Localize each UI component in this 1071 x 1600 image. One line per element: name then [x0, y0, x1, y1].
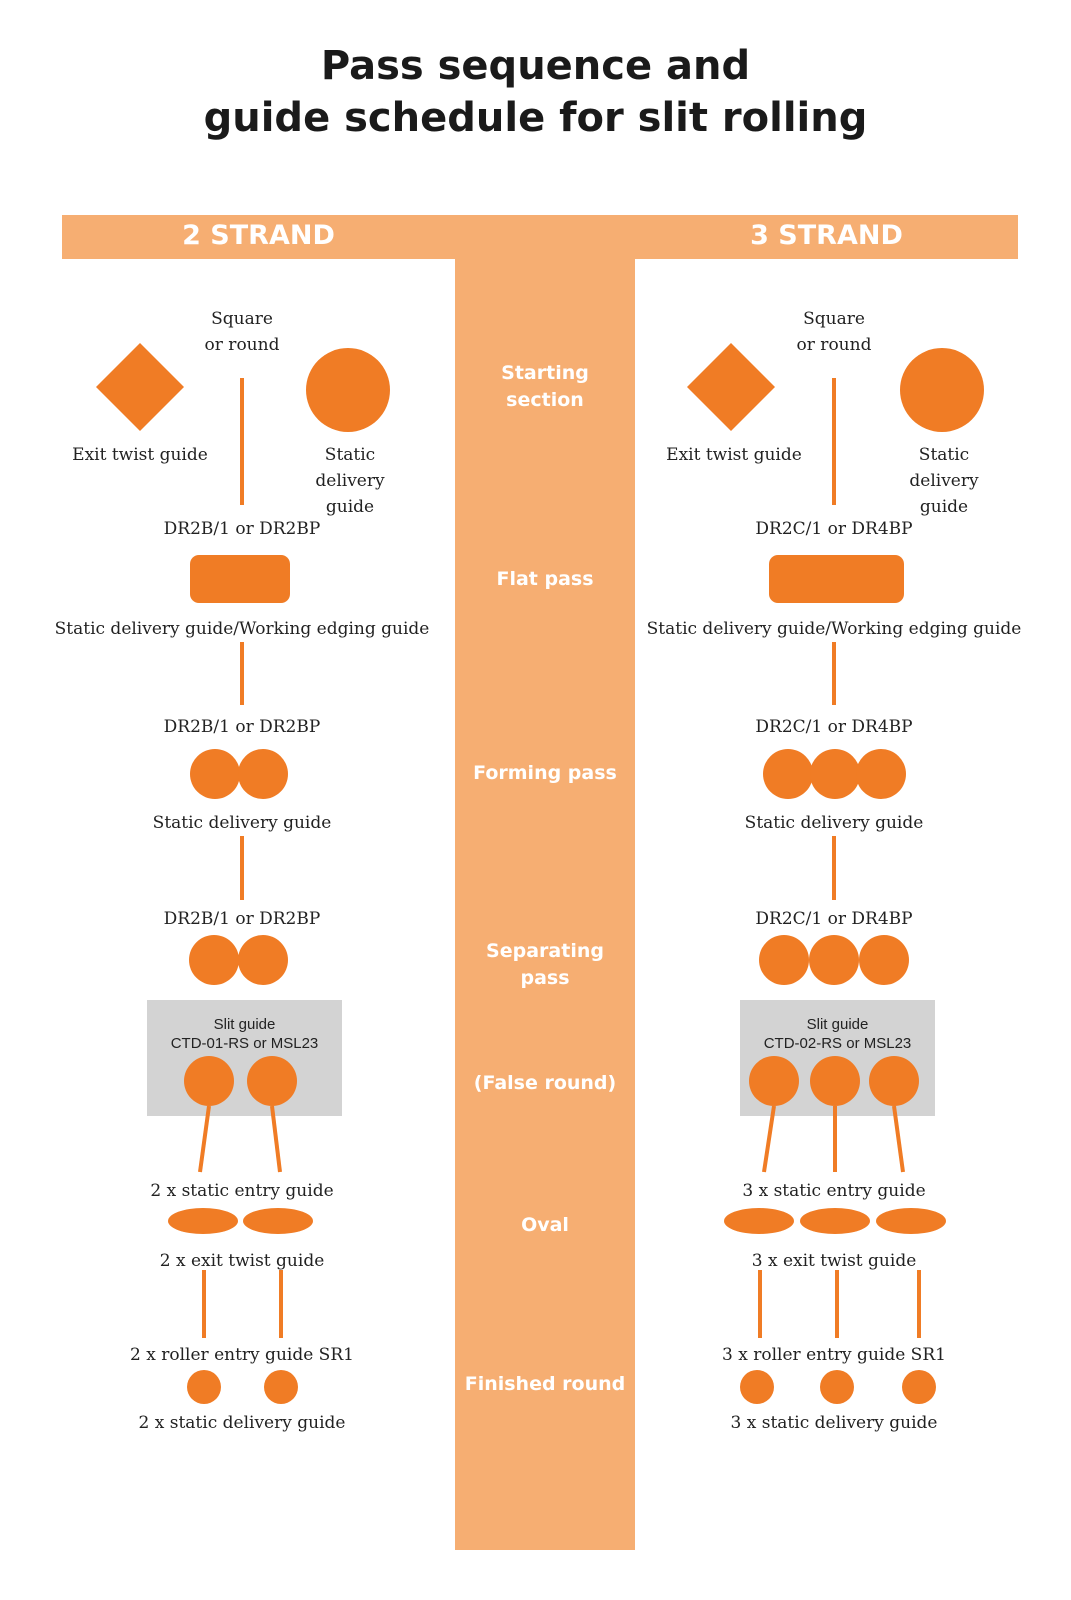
- final-static-delivery-label-2-strand: 2 x static delivery guide: [138, 1413, 346, 1433]
- stage-separating-pass: Separating pass: [486, 940, 604, 989]
- stage-false-round: (False round): [473, 1072, 617, 1094]
- stage-flat-pass: Flat pass: [496, 568, 594, 590]
- separating-pass-lobe-3-strand: [759, 935, 809, 985]
- separating-pass-lobe-2-strand: [189, 935, 239, 985]
- false-round-shape-3-strand: [749, 1056, 799, 1106]
- connector-line: [762, 1105, 776, 1173]
- forming-pass-lobe-3-strand: [810, 749, 860, 799]
- flat-pass-guide-label-2-strand: Static delivery guide/Working edging gui…: [54, 619, 430, 639]
- flat-pass-shape-2-strand: [190, 555, 290, 603]
- roller-entry-guide-label-3-strand: 3 x roller entry guide SR1: [722, 1345, 946, 1365]
- oval-shape-2-strand: [243, 1208, 313, 1234]
- oval-shape-3-strand: [876, 1208, 946, 1234]
- square-diamond-shape-2-strand: [96, 343, 184, 431]
- static-delivery-guide-label-2-strand: Static delivery guide: [315, 445, 385, 517]
- slit-guide-box-2-strand: [147, 1000, 342, 1116]
- false-round-shape-3-strand: [869, 1056, 919, 1106]
- square-or-round-label-2-strand: Square or round: [204, 309, 280, 355]
- finished-round-shape-2-strand: [187, 1370, 221, 1404]
- stage-starting-section: Starting section: [501, 362, 589, 411]
- square-or-round-label-3-strand: Square or round: [796, 309, 872, 355]
- slit-guide-part-3-strand: CTD-02-RS or MSL23: [763, 1035, 912, 1052]
- slit-guide-title-2-strand: Slit guide: [213, 1016, 276, 1033]
- separating-pass-lobe-3-strand: [809, 935, 859, 985]
- slit-guide-part-2-strand: CTD-01-RS or MSL23: [170, 1035, 319, 1052]
- forming-pass-guide-label-2-strand: Static delivery guide: [152, 813, 332, 833]
- guide-part-number-flat-3-strand: DR2C/1 or DR4BP: [755, 519, 913, 539]
- separating-pass-lobe-3-strand: [859, 935, 909, 985]
- page-title-line-2: guide schedule for slit rolling: [203, 95, 868, 141]
- false-round-shape-3-strand: [810, 1056, 860, 1106]
- forming-pass-lobe-3-strand: [856, 749, 906, 799]
- flat-pass-shape-3-strand: [769, 555, 904, 603]
- false-round-shape-2-strand: [247, 1056, 297, 1106]
- oval-shape-3-strand: [724, 1208, 794, 1234]
- forming-pass-lobe-3-strand: [763, 749, 813, 799]
- finished-round-shape-2-strand: [264, 1370, 298, 1404]
- guide-part-number-forming-2-strand: DR2B/1 or DR2BP: [163, 717, 321, 737]
- stage-oval: Oval: [521, 1214, 569, 1236]
- slit-guide-title-3-strand: Slit guide: [806, 1016, 869, 1033]
- oval-entry-guide-label-2-strand: 2 x static entry guide: [150, 1181, 334, 1201]
- round-shape-2-strand: [306, 348, 390, 432]
- round-shape-3-strand: [900, 348, 984, 432]
- finished-round-shape-3-strand: [820, 1370, 854, 1404]
- guide-part-number-separating-3-strand: DR2C/1 or DR4BP: [755, 909, 913, 929]
- guide-part-number-flat-2-strand: DR2B/1 or DR2BP: [163, 519, 321, 539]
- square-diamond-shape-3-strand: [687, 343, 775, 431]
- oval-shape-2-strand: [168, 1208, 238, 1234]
- stage-forming-pass: Forming pass: [473, 762, 617, 784]
- forming-pass-lobe-2-strand: [238, 749, 288, 799]
- forming-pass-guide-label-3-strand: Static delivery guide: [744, 813, 924, 833]
- header-3-strand: 3 STRAND: [750, 220, 903, 251]
- roller-entry-guide-label-2-strand: 2 x roller entry guide SR1: [130, 1345, 354, 1365]
- guide-part-number-forming-3-strand: DR2C/1 or DR4BP: [755, 717, 913, 737]
- center-column-band: [455, 215, 635, 1550]
- finished-round-shape-3-strand: [740, 1370, 774, 1404]
- finished-round-shape-3-strand: [902, 1370, 936, 1404]
- guide-part-number-separating-2-strand: DR2B/1 or DR2BP: [163, 909, 321, 929]
- final-static-delivery-label-3-strand: 3 x static delivery guide: [730, 1413, 938, 1433]
- flat-pass-guide-label-3-strand: Static delivery guide/Working edging gui…: [646, 619, 1022, 639]
- header-2-strand: 2 STRAND: [182, 220, 335, 251]
- static-delivery-guide-label-3-strand: Static delivery guide: [909, 445, 979, 517]
- separating-pass-lobe-2-strand: [238, 935, 288, 985]
- exit-twist-guide-label-2-strand: Exit twist guide: [72, 445, 208, 465]
- stage-finished-round: Finished round: [464, 1373, 626, 1395]
- forming-pass-lobe-2-strand: [190, 749, 240, 799]
- connector-line: [892, 1105, 905, 1173]
- oval-exit-twist-guide-label-2-strand: 2 x exit twist guide: [159, 1251, 325, 1271]
- oval-exit-twist-guide-label-3-strand: 3 x exit twist guide: [751, 1251, 917, 1271]
- oval-entry-guide-label-3-strand: 3 x static entry guide: [742, 1181, 926, 1201]
- connector-line: [198, 1105, 211, 1173]
- connector-line: [270, 1105, 282, 1173]
- oval-shape-3-strand: [800, 1208, 870, 1234]
- false-round-shape-2-strand: [184, 1056, 234, 1106]
- page-title-line-1: Pass sequence and: [320, 43, 751, 89]
- exit-twist-guide-label-3-strand: Exit twist guide: [666, 445, 802, 465]
